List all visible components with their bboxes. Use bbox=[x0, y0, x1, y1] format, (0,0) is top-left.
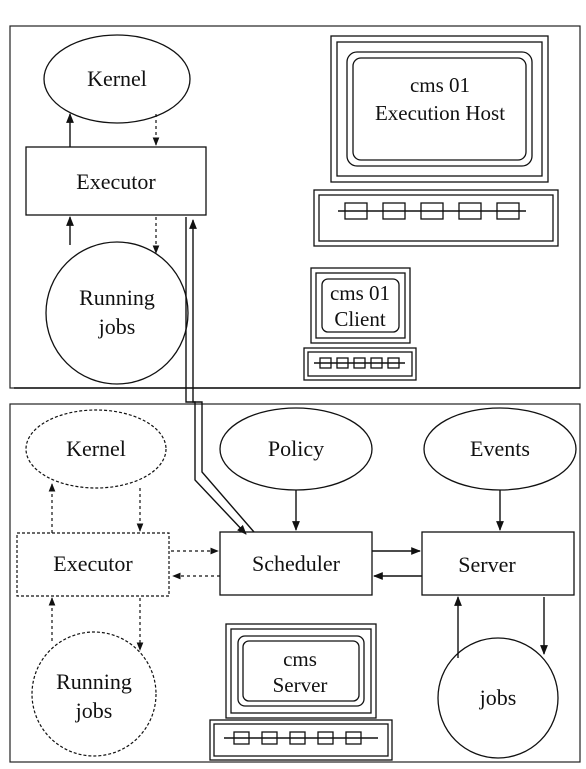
top-kernel-node bbox=[43, 34, 191, 124]
bottom-panel: Kernel Policy Events Executor Scheduler … bbox=[9, 403, 581, 763]
jobs-node bbox=[437, 637, 559, 759]
bottom-running-jobs-node bbox=[31, 631, 157, 757]
execution-host-keys bbox=[338, 202, 526, 220]
bottom-kernel-node bbox=[25, 409, 167, 489]
top-running-jobs-line2: jobs bbox=[98, 314, 136, 339]
top-kernel-label: Kernel bbox=[87, 66, 147, 91]
execution-host-label-line1: cms 01 bbox=[410, 73, 470, 97]
bottom-running-jobs-line2: jobs bbox=[75, 698, 113, 723]
scheduler-box bbox=[219, 531, 373, 596]
bottom-kernel-label: Kernel bbox=[66, 436, 126, 461]
top-running-jobs-node bbox=[45, 241, 189, 385]
top-executor-label: Executor bbox=[76, 169, 156, 194]
jobs-label: jobs bbox=[479, 685, 517, 710]
client-keys bbox=[314, 357, 405, 369]
client-computer: cms 01 Client bbox=[303, 267, 417, 381]
cms-server-label-line1: cms bbox=[283, 647, 317, 671]
top-executor-box bbox=[25, 146, 207, 216]
bottom-running-jobs-line1: Running bbox=[56, 669, 132, 694]
execution-host-label-line2: Execution Host bbox=[375, 101, 505, 125]
top-running-jobs-line1: Running bbox=[79, 285, 155, 310]
cms-server-label-line2: Server bbox=[273, 673, 328, 697]
arrow-top-executor-to-scheduler bbox=[185, 217, 247, 535]
server-box bbox=[421, 531, 575, 596]
top-panel: Kernel Executor Running jobs bbox=[9, 25, 581, 389]
execution-host-computer: cms 01 Execution Host bbox=[313, 35, 559, 247]
arrow-scheduler-to-top-executor bbox=[189, 219, 255, 533]
executor-scheduler-link bbox=[185, 217, 255, 535]
scheduler-label: Scheduler bbox=[252, 551, 341, 576]
bottom-executor-box bbox=[16, 532, 170, 597]
cms-server-keys bbox=[224, 731, 378, 745]
bottom-panel-frame bbox=[9, 403, 581, 763]
cms-server-computer: cms Server bbox=[209, 623, 393, 761]
bottom-executor-label: Executor bbox=[53, 551, 133, 576]
client-label-line2: Client bbox=[334, 307, 385, 331]
server-label: Server bbox=[458, 552, 516, 577]
events-label: Events bbox=[470, 436, 530, 461]
policy-label: Policy bbox=[268, 436, 324, 461]
client-label-line1: cms 01 bbox=[330, 281, 390, 305]
